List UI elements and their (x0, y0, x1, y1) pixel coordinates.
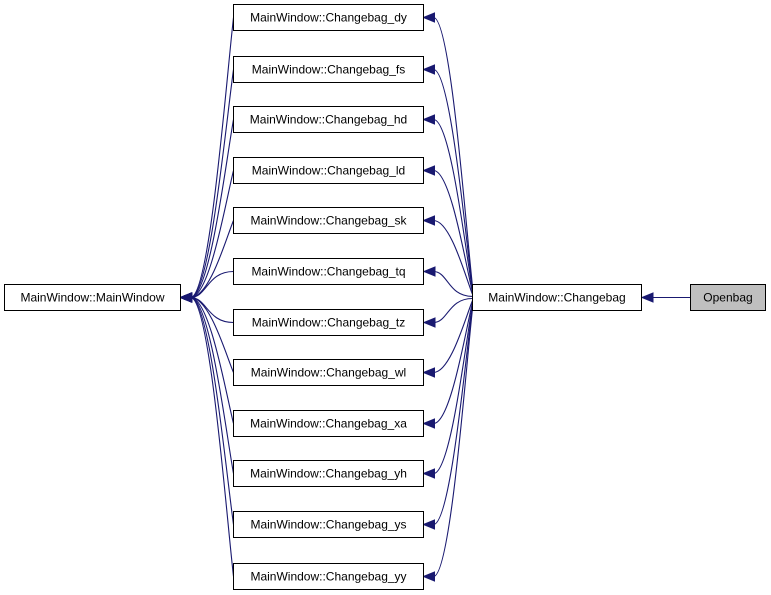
node-label-mainwindow: MainWindow::MainWindow (20, 291, 164, 305)
node-changebag-ys[interactable]: MainWindow::Changebag_ys (233, 511, 424, 538)
edge-tz-changebag-arrowhead (422, 317, 436, 328)
edge-mainwindow-yh (190, 296, 235, 474)
node-label-changebag-fs: MainWindow::Changebag_fs (252, 63, 405, 77)
node-label-changebag-ys: MainWindow::Changebag_ys (250, 518, 406, 532)
edge-yy-changebag (433, 308, 474, 578)
node-label-changebag-dy: MainWindow::Changebag_dy (250, 11, 407, 25)
edge-sk-changebag-arrowhead (422, 215, 435, 226)
edge-wl-changebag-arrowhead (422, 367, 435, 378)
edge-xa-changebag (433, 302, 474, 425)
node-changebag-tq[interactable]: MainWindow::Changebag_tq (233, 258, 424, 285)
node-label-changebag: MainWindow::Changebag (488, 291, 625, 305)
edge-yh-changebag-arrowhead (422, 468, 435, 479)
node-changebag-wl[interactable]: MainWindow::Changebag_wl (233, 359, 424, 386)
edge-tq-changebag (433, 270, 473, 298)
edge-mainwindow-ld (190, 170, 235, 299)
edge-tz-changebag (433, 297, 473, 324)
edge-ys-changebag (433, 306, 474, 526)
edge-changebag-openbag-arrowhead (640, 292, 654, 303)
edge-mainwindow-ys (190, 296, 235, 525)
edge-fs-changebag (433, 68, 474, 289)
edge-yh-changebag (433, 304, 474, 475)
edge-mainwindow-tq (190, 270, 234, 299)
edge-dy-changebag (433, 16, 474, 287)
edge-mainwindow-dy (190, 17, 235, 299)
node-changebag-sk[interactable]: MainWindow::Changebag_sk (233, 207, 424, 234)
nodes-layer: MainWindow::MainWindow MainWindow::Chang… (4, 4, 766, 590)
node-changebag-ld[interactable]: MainWindow::Changebag_ld (233, 157, 424, 184)
edge-hd-changebag (433, 118, 474, 291)
node-changebag-hd[interactable]: MainWindow::Changebag_hd (233, 106, 424, 133)
node-openbag[interactable]: Openbag (690, 284, 766, 311)
node-changebag-fs[interactable]: MainWindow::Changebag_fs (233, 56, 424, 83)
node-changebag[interactable]: MainWindow::Changebag (472, 284, 642, 311)
edge-sk-changebag (433, 219, 474, 295)
node-label-changebag-tz: MainWindow::Changebag_tz (252, 316, 405, 330)
node-changebag-xa[interactable]: MainWindow::Changebag_xa (233, 410, 424, 437)
edge-ld-changebag-arrowhead (422, 165, 435, 176)
edge-ys-changebag-arrowhead (422, 519, 435, 530)
edge-mainwindow-hd (190, 119, 235, 299)
node-mainwindow[interactable]: MainWindow::MainWindow (4, 284, 181, 311)
edge-mainwindow-fs (190, 69, 235, 299)
node-label-changebag-yy: MainWindow::Changebag_yy (250, 570, 406, 584)
node-label-changebag-yh: MainWindow::Changebag_yh (250, 467, 407, 481)
node-changebag-yh[interactable]: MainWindow::Changebag_yh (233, 460, 424, 487)
edge-mainwindow-yy (190, 296, 235, 577)
node-changebag-yy[interactable]: MainWindow::Changebag_yy (233, 563, 424, 590)
node-label-changebag-xa: MainWindow::Changebag_xa (250, 417, 407, 431)
node-changebag-dy[interactable]: MainWindow::Changebag_dy (233, 4, 424, 31)
edge-xa-changebag-arrowhead (422, 418, 435, 429)
node-label-changebag-sk: MainWindow::Changebag_sk (250, 214, 407, 228)
node-label-changebag-tq: MainWindow::Changebag_tq (251, 265, 405, 279)
node-label-changebag-ld: MainWindow::Changebag_ld (252, 164, 405, 178)
edge-wl-changebag (433, 300, 474, 374)
edge-mainwindow-xa (190, 296, 235, 424)
edge-tq-changebag-arrowhead (422, 266, 436, 277)
node-label-changebag-hd: MainWindow::Changebag_hd (250, 113, 407, 127)
edge-mainwindow-yy-arrowhead (179, 292, 192, 303)
edge-yy-changebag-arrowhead (422, 571, 435, 582)
node-changebag-tz[interactable]: MainWindow::Changebag_tz (233, 309, 424, 336)
edge-fs-changebag-arrowhead (422, 64, 435, 75)
edge-mainwindow-wl (190, 296, 235, 373)
node-label-openbag: Openbag (703, 291, 752, 305)
edge-dy-changebag-arrowhead (422, 12, 435, 23)
edge-hd-changebag-arrowhead (422, 114, 435, 125)
edges-layer (179, 12, 691, 582)
node-label-changebag-wl: MainWindow::Changebag_wl (251, 366, 406, 380)
edge-ld-changebag (433, 169, 474, 293)
